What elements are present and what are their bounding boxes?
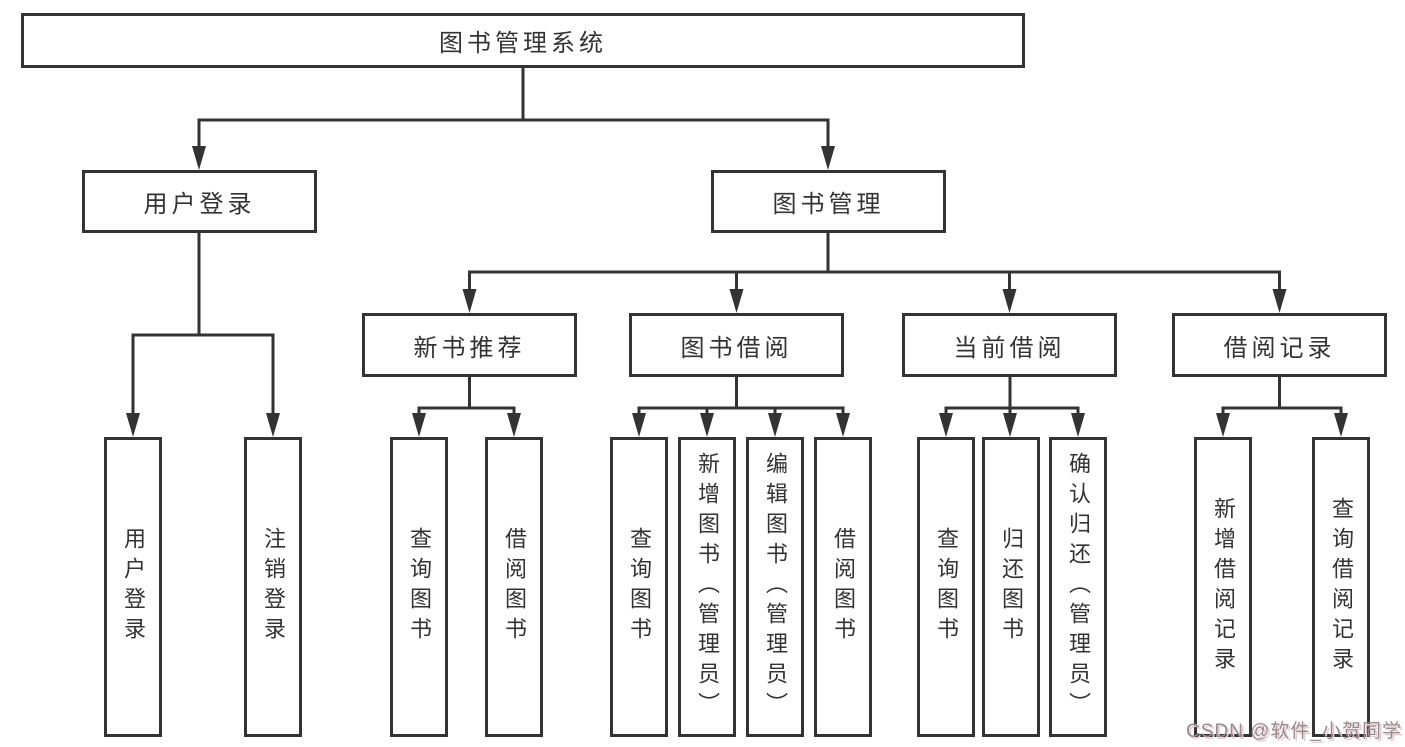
leaf-add-book-admin-label: 新增图书（管理员） xyxy=(695,452,720,722)
leaf-query-books-current-label: 查询图书 xyxy=(934,527,959,647)
arrowhead-leaf-confirm-return xyxy=(1071,413,1085,437)
arrowhead-leaf-logout xyxy=(266,413,280,437)
leaf-return-book-label: 归还图书 xyxy=(999,527,1024,647)
arrowhead-current-borrowing xyxy=(1002,289,1017,313)
leaf-logout-label: 注销登录 xyxy=(261,527,286,647)
leaf-query-books-recommend-label: 查询图书 xyxy=(407,527,432,647)
node-current-borrowing-label: 当前借阅 xyxy=(953,334,1066,362)
arrowhead-leaf-query-borrow-record xyxy=(1334,413,1348,437)
node-book-management-label: 图书管理 xyxy=(772,191,885,218)
arrowhead-leaf-return-book xyxy=(1003,413,1017,437)
arrowhead-book-management xyxy=(821,146,835,170)
leaf-edit-book-admin-label: 编辑图书（管理员） xyxy=(763,452,788,722)
connector-book-management-bar xyxy=(468,270,1281,295)
leaf-add-book-admin: 新增图书（管理员） xyxy=(678,437,736,737)
connector-records-bar xyxy=(1221,406,1343,419)
leaf-borrow-books-borrow: 借阅图书 xyxy=(814,437,872,737)
leaf-edit-book-admin: 编辑图书（管理员） xyxy=(746,437,804,737)
leaf-logout: 注销登录 xyxy=(244,437,302,737)
arrowhead-leaf-query-books-2 xyxy=(632,413,646,437)
leaf-add-borrow-record: 新增借阅记录 xyxy=(1194,437,1252,737)
arrowhead-leaf-query-books-3 xyxy=(939,413,953,437)
arrowhead-user-login xyxy=(192,146,206,170)
arrowhead-leaf-borrow-books-2 xyxy=(836,413,850,437)
arrowhead-book-borrowing xyxy=(729,289,744,313)
connector-user-login-bar xyxy=(131,333,275,419)
node-user-login-label: 用户登录 xyxy=(143,191,256,218)
leaf-query-books-borrow: 查询图书 xyxy=(610,437,668,737)
node-current-borrowing: 当前借阅 xyxy=(902,313,1117,377)
arrowhead-leaf-add-book xyxy=(700,413,714,437)
arrowhead-leaf-borrow-books-1 xyxy=(507,413,521,437)
node-book-borrowing: 图书借阅 xyxy=(629,313,844,377)
leaf-confirm-return-admin-label: 确认归还（管理员） xyxy=(1066,452,1091,722)
csdn-watermark: CSDN @软件_小贺同学 xyxy=(1186,721,1402,742)
leaf-query-borrow-record: 查询借阅记录 xyxy=(1312,437,1370,737)
arrowhead-leaf-edit-book xyxy=(768,413,782,437)
node-borrowing-records: 借阅记录 xyxy=(1172,313,1387,377)
node-book-management: 图书管理 xyxy=(711,170,946,233)
arrowhead-leaf-query-books-1 xyxy=(412,413,426,437)
arrowhead-new-book-recommendation xyxy=(462,289,477,313)
node-root-label: 图书管理系统 xyxy=(439,30,607,57)
leaf-borrow-books-borrow-label: 借阅图书 xyxy=(831,527,856,647)
connector-recommend-bar xyxy=(417,406,516,419)
arrowhead-borrowing-records xyxy=(1272,289,1287,313)
leaf-query-books-borrow-label: 查询图书 xyxy=(627,527,652,647)
leaf-user-login: 用户登录 xyxy=(104,437,162,737)
leaf-add-borrow-record-label: 新增借阅记录 xyxy=(1211,497,1236,677)
arrowhead-leaf-user-login xyxy=(126,413,140,437)
leaf-return-book: 归还图书 xyxy=(982,437,1040,737)
connector-borrowing-bar xyxy=(637,406,845,419)
leaf-confirm-return-admin: 确认归还（管理员） xyxy=(1049,437,1107,737)
leaf-query-books-recommend: 查询图书 xyxy=(390,437,448,737)
node-book-borrowing-label: 图书借阅 xyxy=(680,334,793,362)
leaf-query-books-current: 查询图书 xyxy=(917,437,975,737)
node-new-book-recommendation: 新书推荐 xyxy=(362,313,577,377)
node-user-login: 用户登录 xyxy=(82,170,317,233)
arrowhead-leaf-add-borrow-record xyxy=(1216,413,1230,437)
node-borrowing-records-label: 借阅记录 xyxy=(1223,334,1336,362)
node-new-book-recommendation-label: 新书推荐 xyxy=(413,334,526,362)
connector-current-bar xyxy=(944,406,1080,419)
node-root: 图书管理系统 xyxy=(21,13,1025,68)
leaf-borrow-books-recommend: 借阅图书 xyxy=(485,437,543,737)
connector-root-bar xyxy=(197,118,830,152)
leaf-user-login-label: 用户登录 xyxy=(121,527,146,647)
leaf-query-borrow-record-label: 查询借阅记录 xyxy=(1329,497,1354,677)
leaf-borrow-books-recommend-label: 借阅图书 xyxy=(502,527,527,647)
